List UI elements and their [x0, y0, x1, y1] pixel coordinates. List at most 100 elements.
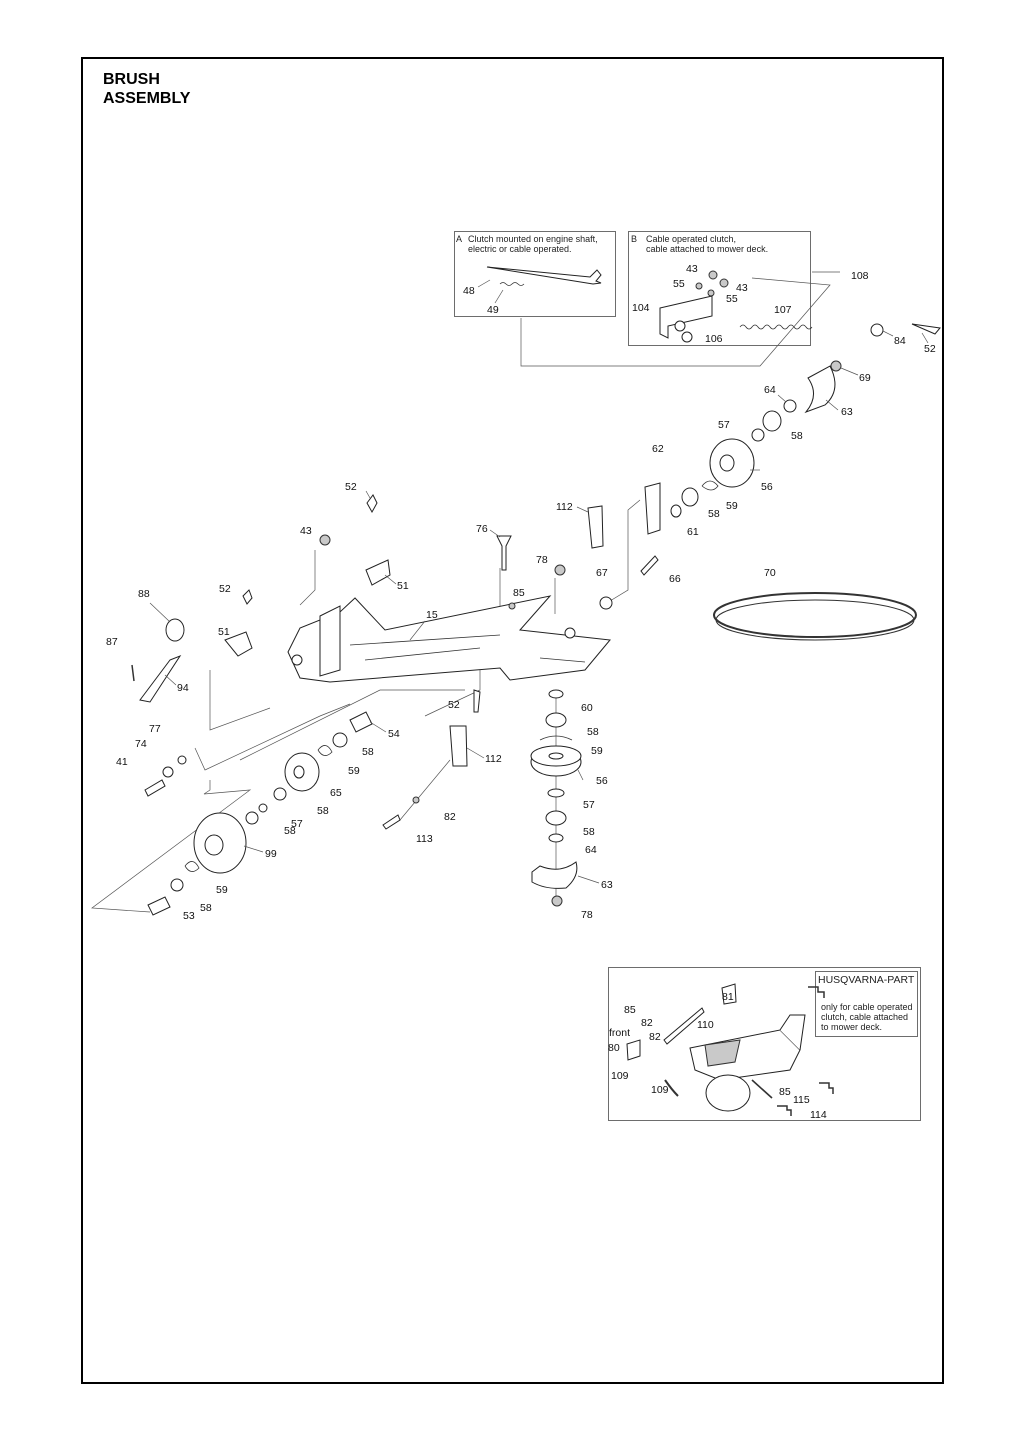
cover-63-v: [531, 861, 578, 889]
bearing-58-left2: [273, 787, 287, 801]
inset-b-text-2: cable attached to mower deck.: [646, 244, 769, 254]
nut-43-frame: [319, 534, 331, 546]
bolt-head: [674, 320, 686, 332]
rod-110: [663, 1007, 705, 1045]
knob-106: [681, 331, 693, 343]
inset-connector: [520, 277, 831, 367]
pin-52-top: [911, 323, 941, 335]
arm-62: [644, 482, 661, 535]
center-parts: [382, 689, 481, 830]
husqvarna-note-box: [815, 971, 918, 1037]
inset-b-parts: [659, 270, 813, 343]
bolt-41: [144, 779, 166, 797]
label-58-low: 58: [200, 902, 212, 914]
belt-70: [713, 592, 917, 638]
bracket-112-top: [587, 505, 604, 549]
label-15: 15: [426, 609, 438, 621]
washer-55-b: [707, 289, 715, 297]
bearing-58-left1: [332, 732, 348, 748]
washer-84: [870, 323, 884, 337]
label-52-left: 52: [219, 583, 231, 595]
label-113: 113: [416, 833, 433, 845]
label-66: 66: [669, 573, 681, 585]
circlip-59-left: [317, 745, 333, 756]
inset-a-letter: A: [456, 234, 463, 244]
bracket-80: [626, 1039, 641, 1061]
nut-78-v: [551, 895, 563, 907]
bracket-104: [659, 295, 713, 339]
nut-43-top: [708, 270, 718, 280]
guide-roller: [91, 780, 252, 913]
tractor-wheel: [705, 1074, 751, 1112]
bearing-58-v1: [545, 712, 567, 728]
guide-center: [239, 689, 465, 761]
guide-113: [399, 759, 451, 821]
husqvarna-symbol-icon-2: [819, 1082, 834, 1094]
ring-88: [165, 618, 185, 642]
label-84: 84: [894, 335, 906, 347]
husqvarna-note-2: clutch, cable attached: [821, 1012, 909, 1022]
part-labels: 48 49 43 55 43 55 104 107 106 108 84 52 …: [106, 263, 936, 1121]
label-70: 70: [764, 567, 776, 579]
inset-a-text-1: Clutch mounted on engine shaft,: [468, 234, 598, 244]
lever-51-top: [365, 559, 391, 586]
label-57-v: 57: [583, 799, 595, 811]
washer-64-top: [783, 399, 797, 413]
page-title: BRUSH ASSEMBLY: [103, 70, 190, 108]
shaft-94: [139, 654, 182, 703]
pin-87: [131, 664, 135, 682]
bearing-58-top: [762, 410, 782, 432]
husqvarna-title: HUSQVARNA-PART: [818, 974, 915, 986]
washer-82: [412, 796, 420, 804]
spacer-57-left: [258, 803, 268, 813]
label-78-v: 78: [581, 909, 593, 921]
inset-a-text-2: electric or cable operated.: [468, 244, 572, 254]
inset-b-letter: B: [631, 234, 638, 244]
guide-frame-left: [209, 670, 271, 731]
main-frame-15: [287, 494, 611, 683]
inset-b-text-1: Cable operated clutch,: [646, 234, 737, 244]
label-80: 80: [608, 1042, 620, 1054]
circlip-59-low: [184, 861, 200, 872]
label-52-top: 52: [924, 343, 936, 355]
label-99: 99: [265, 848, 277, 860]
label-109-a: 109: [611, 1070, 629, 1082]
label-114: 114: [810, 1109, 827, 1121]
label-49: 49: [487, 304, 499, 316]
label-109-b: 109: [651, 1084, 669, 1096]
label-57-left: 57: [291, 818, 303, 830]
label-52-center: 52: [448, 699, 460, 711]
shaft-60: [548, 689, 564, 699]
label-62: 62: [652, 443, 664, 455]
label-76: 76: [476, 523, 488, 535]
pin-52-center: [473, 689, 481, 713]
tractor-seat: [779, 1014, 806, 1051]
knob-76: [496, 535, 512, 571]
pin-52-frame: [366, 494, 378, 514]
bearing-58-mid: [681, 487, 699, 507]
label-55-a: 55: [673, 278, 685, 290]
label-87: 87: [106, 636, 118, 648]
spacer-57-top: [751, 428, 765, 442]
label-69: 69: [859, 372, 871, 384]
label-63-v: 63: [601, 879, 613, 891]
inset-b-box: [628, 231, 811, 346]
bracket-112-low: [449, 725, 468, 767]
washer-64-v: [548, 833, 564, 843]
label-64-v: 64: [585, 844, 597, 856]
washer-77: [177, 755, 187, 765]
label-74: 74: [135, 738, 147, 750]
label-55-b: 55: [726, 293, 738, 305]
cover-63-top: [804, 365, 836, 414]
clutch-rod-48: [486, 266, 602, 285]
label-94: 94: [177, 682, 189, 694]
label-53: 53: [183, 910, 195, 922]
spring-107: [739, 324, 813, 330]
pin-113: [382, 814, 401, 830]
label-59-v: 59: [591, 745, 603, 757]
husqvarna-symbol-icon: [808, 986, 825, 998]
spring-49: [499, 282, 525, 286]
title-line-1: BRUSH: [103, 71, 160, 88]
guide-67: [604, 499, 641, 605]
label-85-hp: 85: [624, 1004, 636, 1016]
